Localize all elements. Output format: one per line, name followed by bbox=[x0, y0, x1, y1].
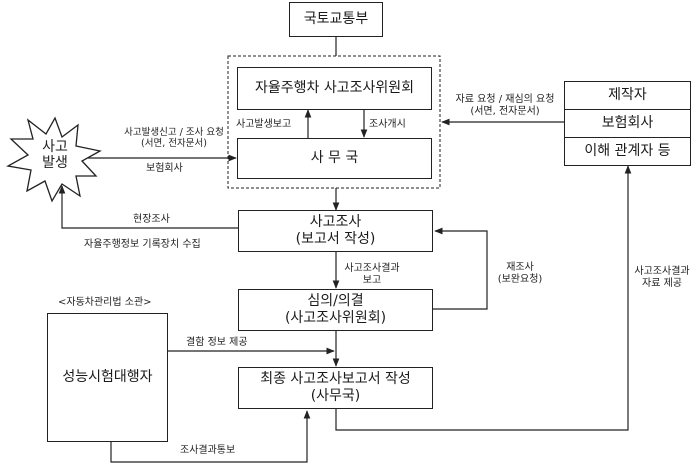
deliberation-label-line1: 심의/의결 bbox=[307, 293, 364, 310]
label-data-request-line1: 자료 요청 / 재심의 요청 bbox=[455, 94, 555, 105]
final-report-label-line2: (사무국) bbox=[310, 388, 361, 404]
accident-label-line2: 발생 bbox=[42, 155, 68, 172]
manufacturer-label: 제작자 bbox=[608, 87, 647, 104]
committee-group-boundary bbox=[227, 55, 441, 189]
accident-label-line1: 사고 bbox=[42, 139, 68, 155]
label-result-report-line2: 보고 bbox=[362, 274, 382, 286]
label-result-data-line1: 사고조사결과 bbox=[634, 266, 690, 277]
final-report-box: 최종 사고조사보고서 작성 (사무국) bbox=[238, 367, 433, 409]
label-report-request-line1: 사고발생신고 / 조사 요청 bbox=[124, 127, 224, 138]
molit-label: 국토교통부 bbox=[303, 11, 369, 28]
stakeholders-box: 제작자 보험회사 이해 관계자 등 bbox=[564, 81, 691, 166]
committee-box: 자율주행차 사고조사위원회 bbox=[237, 67, 432, 110]
edge-result-data bbox=[335, 165, 632, 431]
deliberation-label-line2: (사고조사위원회) bbox=[284, 310, 387, 326]
stakeholder-manufacturer: 제작자 bbox=[565, 82, 690, 110]
accident-starburst bbox=[6, 116, 102, 203]
tester-caption: <자동차관리법 소관> bbox=[58, 297, 152, 308]
label-recorder-collect: 자율주행정보 기록장치 수집 bbox=[84, 239, 201, 250]
investigation-box: 사고조사 (보고서 작성) bbox=[238, 210, 433, 252]
label-result-data: 사고조사결과 자료 제공 bbox=[626, 266, 698, 289]
label-insurer-edge: 보험회사 bbox=[146, 163, 183, 174]
label-defect-info: 결함 정보 제공 bbox=[186, 337, 248, 348]
edge-reinvestigation-loop bbox=[433, 227, 488, 310]
label-result-notice: 조사결과통보 bbox=[180, 445, 236, 456]
accident-label: 사고 발생 bbox=[37, 139, 73, 171]
label-report-request: 사고발생신고 / 조사 요청 (서면, 전자문서) bbox=[114, 127, 234, 150]
edge-site-investigation bbox=[58, 185, 238, 229]
deliberation-box: 심의/의결 (사고조사위원회) bbox=[238, 289, 433, 331]
label-result-report-line1: 사고조사결과 bbox=[344, 263, 400, 274]
office-box: 사 무 국 bbox=[237, 138, 432, 179]
label-data-request: 자료 요청 / 재심의 요청 (서면, 전자문서) bbox=[446, 94, 564, 117]
label-reinvestigation: 재조사 (보완요청) bbox=[490, 262, 550, 285]
molit-box: 국토교통부 bbox=[289, 2, 383, 37]
stakeholder-others: 이해 관계자 등 bbox=[565, 138, 690, 165]
investigation-label-line2: (보고서 작성) bbox=[295, 231, 376, 247]
label-reinvestigation-line2: (보완요청) bbox=[497, 273, 543, 285]
stakeholder-label: 이해 관계자 등 bbox=[584, 143, 671, 160]
tester-box: 성능시험대행자 bbox=[47, 313, 168, 442]
label-result-report: 사고조사결과 보고 bbox=[340, 263, 404, 286]
investigation-label-line1: 사고조사 bbox=[309, 214, 362, 231]
label-start-investigation: 조사개시 bbox=[369, 119, 406, 130]
label-result-data-line2: 자료 제공 bbox=[642, 277, 682, 289]
edge-result-notice bbox=[110, 410, 311, 463]
tester-label: 성능시험대행자 bbox=[62, 369, 153, 386]
label-reinvestigation-line1: 재조사 bbox=[506, 262, 534, 273]
label-report-request-line2: (서면, 전자문서) bbox=[141, 137, 207, 149]
office-label: 사 무 국 bbox=[310, 150, 359, 167]
final-report-label-line1: 최종 사고조사보고서 작성 bbox=[260, 371, 411, 388]
insurer-label: 보험회사 bbox=[601, 115, 654, 132]
label-report-accident: 사고발생보고 bbox=[236, 119, 292, 130]
label-site-investigation: 현장조사 bbox=[133, 214, 170, 225]
committee-label: 자율주행차 사고조사위원회 bbox=[254, 80, 414, 97]
stakeholder-insurer: 보험회사 bbox=[565, 110, 690, 138]
label-data-request-line2: (서면, 전자문서) bbox=[470, 105, 540, 117]
